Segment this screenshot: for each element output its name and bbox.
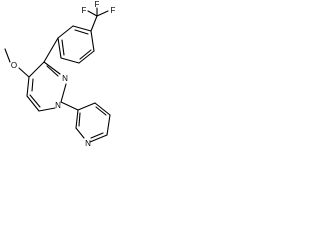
- bond-oxygen-methyl: [4, 48, 11, 63]
- pyridine-bond-6: [75, 109, 79, 129]
- pyridine-double-1: [95, 106, 107, 116]
- benzene-bond-4: [60, 57, 80, 64]
- benzene-bond-5: [78, 50, 95, 64]
- methoxy-group: [4, 48, 30, 78]
- pyrimidine-bond-6: [28, 61, 45, 78]
- pyridine-bond-5: [75, 127, 85, 139]
- benzene-bond-3: [57, 37, 62, 59]
- pyrimidine-double-2: [29, 94, 41, 108]
- oxygen-methoxy-label: O: [11, 61, 17, 70]
- benzene-bond-1: [72, 25, 92, 32]
- pyridine-bond-4: [89, 134, 108, 143]
- fluorine-left-label: F: [82, 6, 87, 15]
- chemical-structure-diagram: F F F O N N N: [4, 0, 116, 148]
- pyridine-double-2: [90, 132, 104, 139]
- structure-canvas: F F F O N N N: [0, 0, 122, 151]
- bond-cf3-right: [96, 10, 109, 17]
- bond-cf3-aryl: [90, 15, 98, 32]
- bond-benzene-pyrimidine: [43, 37, 59, 63]
- pyrimidine-bond-3: [38, 107, 56, 112]
- pyridine-bond-2: [94, 102, 111, 116]
- pyridine-double-3: [78, 112, 81, 127]
- pyridine-bond-3: [106, 114, 111, 136]
- pyridine-ring: [60, 101, 111, 143]
- benzene-double-1: [74, 29, 89, 35]
- nitrogen-pyridine-label: N: [85, 139, 91, 148]
- pyrimidine-double-1: [46, 65, 59, 77]
- nitrogen-pyrimidine-upper-label: N: [62, 74, 68, 83]
- bond-ring-oxygen: [18, 67, 30, 78]
- pyrimidine-bond-5: [26, 76, 30, 97]
- benzene-double-3: [79, 49, 92, 60]
- benzene-bond-6: [90, 30, 95, 52]
- benzene-ring: [57, 25, 95, 64]
- pyrimidine-ring: [26, 37, 67, 112]
- bond-cf3-left: [87, 10, 98, 17]
- pyrimidine-bond-2: [60, 83, 67, 103]
- benzene-bond-2: [57, 25, 74, 39]
- pyrimidine-double-3: [31, 78, 34, 92]
- trifluoromethyl-group: [87, 7, 109, 32]
- pyridine-bond-1: [77, 102, 96, 111]
- pyrimidine-bond-1: [43, 61, 61, 75]
- pyrimidine-bond-4: [26, 95, 40, 112]
- benzene-double-2: [61, 39, 65, 56]
- fluorine-right-label: F: [111, 6, 116, 15]
- bond-pyrimidine-pyridine: [60, 101, 79, 111]
- nitrogen-pyrimidine-lower-label: N: [55, 101, 61, 110]
- fluorine-top-label: F: [95, 0, 100, 9]
